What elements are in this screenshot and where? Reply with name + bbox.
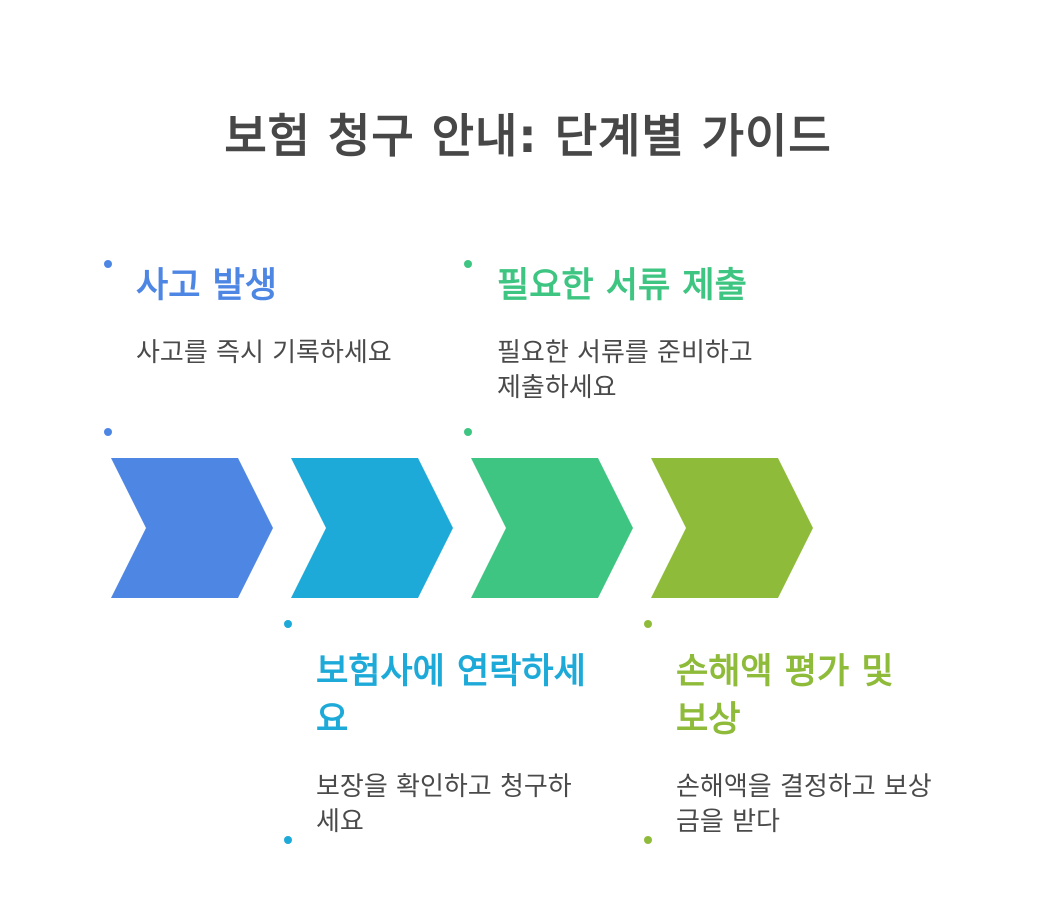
step-3-dot-top	[464, 260, 472, 268]
step-2-title: 보험사에 연락하세요	[316, 652, 586, 740]
step-2: 보험사에 연락하세요 보장을 확인하고 청구하세요	[316, 648, 606, 840]
step-4-dot-top	[644, 620, 652, 628]
step-1-description: 사고를 즉시 기록하세요	[136, 338, 392, 368]
step-1: 사고 발생 사고를 즉시 기록하세요	[136, 262, 426, 371]
chevron-step-1	[111, 458, 273, 598]
step-1-title: 사고 발생	[136, 266, 277, 306]
step-1-dot-top	[104, 260, 112, 268]
step-3: 필요한 서류 제출 필요한 서류를 준비하고 제출하세요	[497, 262, 797, 406]
chevron-step-4	[651, 458, 813, 598]
step-1-dot-bottom	[104, 428, 112, 436]
chevron-step-3	[471, 458, 633, 598]
step-3-dot-bottom	[464, 428, 472, 436]
chevron-step-2	[291, 458, 453, 598]
step-3-title: 필요한 서류 제출	[497, 266, 747, 306]
page-title: 보험 청구 안내: 단계별 가이드	[224, 109, 832, 163]
step-4-description: 손해액을 결정하고 보상금을 받다	[676, 772, 932, 837]
step-4: 손해액 평가 및 보상 손해액을 결정하고 보상금을 받다	[676, 648, 966, 840]
step-2-description: 보장을 확인하고 청구하세요	[316, 772, 572, 837]
step-2-dot-bottom	[284, 836, 292, 844]
step-3-description: 필요한 서류를 준비하고 제출하세요	[497, 338, 753, 403]
step-4-title: 손해액 평가 및 보상	[676, 652, 894, 740]
step-4-dot-bottom	[644, 836, 652, 844]
step-2-dot-top	[284, 620, 292, 628]
